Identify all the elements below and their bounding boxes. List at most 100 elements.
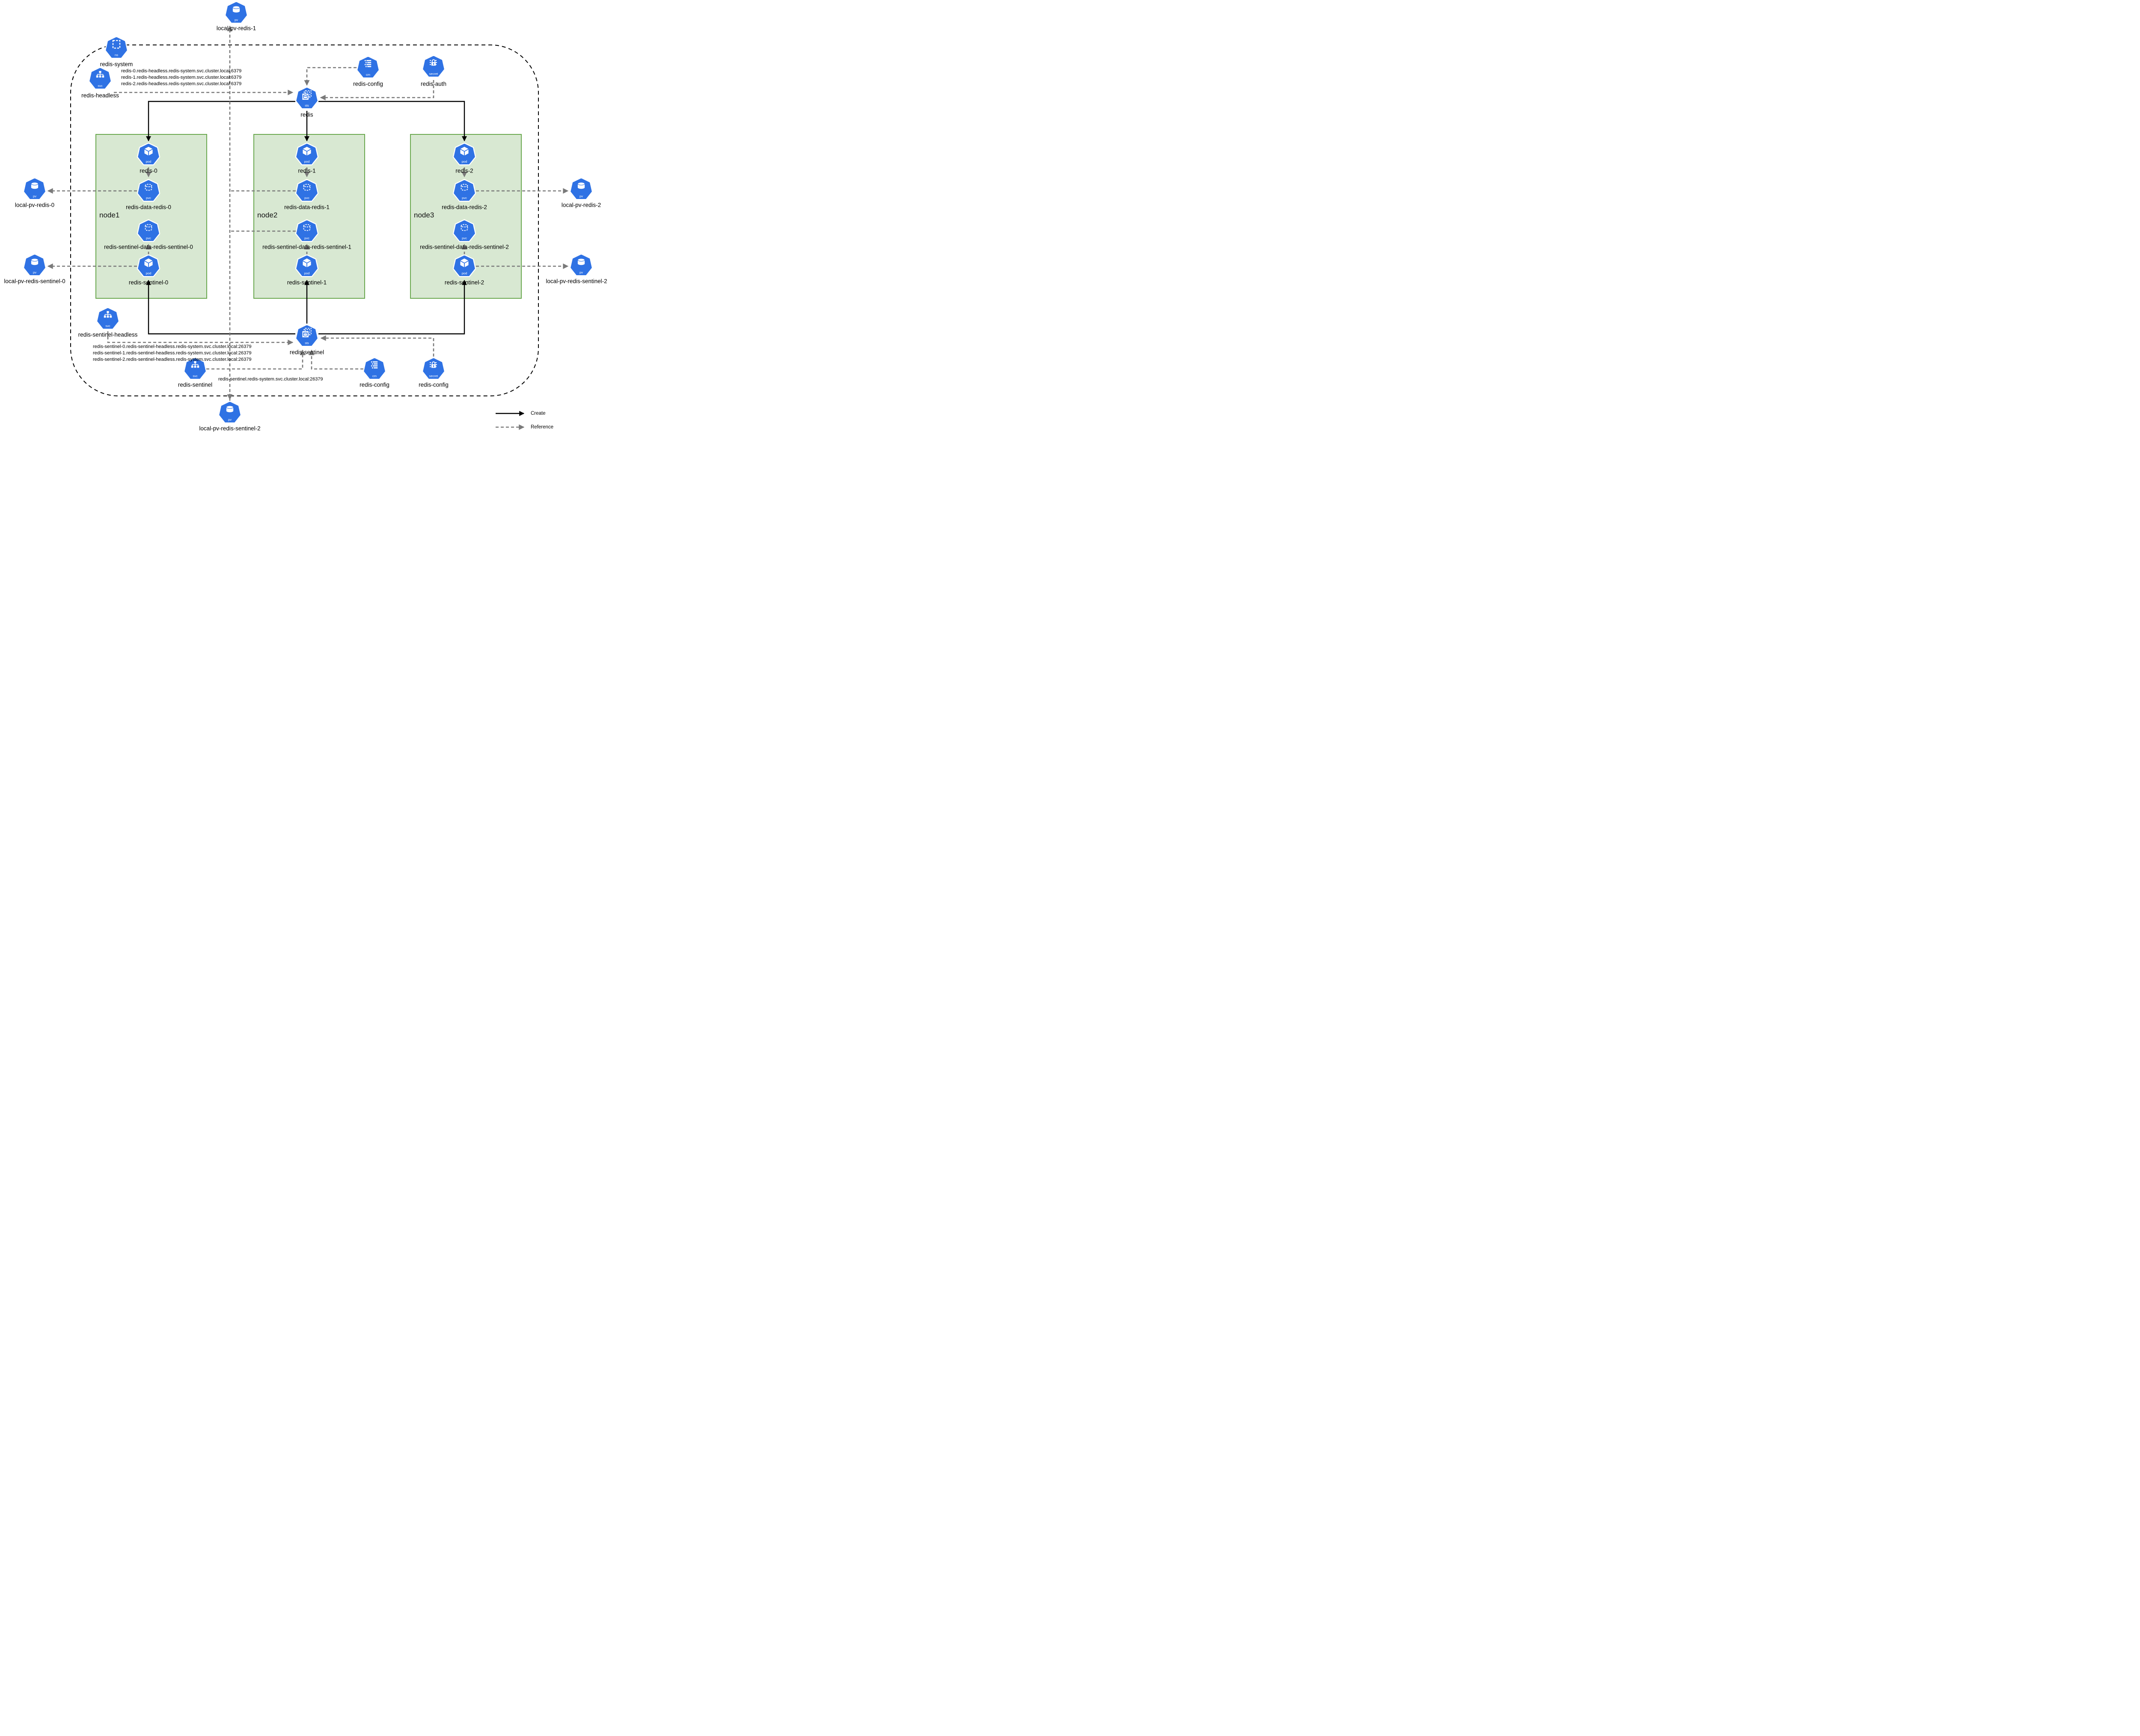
pod-icon-redis-sentinel-2: pod bbox=[452, 254, 476, 278]
heptagon-fill: svc bbox=[97, 308, 119, 329]
legend-reference-label: Reference bbox=[531, 425, 554, 430]
label-redis-sentinel-data-redis-sentinel-0: redis-sentinel-data-redis-sentinel-0 bbox=[104, 244, 193, 250]
node-box-label-node2: node2 bbox=[257, 211, 278, 219]
label-redis-sentinel-headless: redis-sentinel-headless bbox=[78, 331, 138, 338]
icon-badge: pv bbox=[235, 18, 238, 22]
heptagon-fill: pod bbox=[296, 255, 318, 276]
heptagon-fill: sts bbox=[296, 87, 318, 109]
label-redis-config-bottom-secret: redis-config bbox=[419, 381, 449, 388]
label-redis-config-top: redis-config bbox=[353, 80, 383, 87]
dns-line: redis-1.redis-headless.redis-system.svc.… bbox=[121, 75, 242, 80]
label-redis-headless: redis-headless bbox=[81, 92, 119, 99]
node-box-label-node3: node3 bbox=[414, 211, 434, 219]
pod-icon-redis-2: pod bbox=[452, 143, 476, 166]
pv-icon-local-pv-redis-0: pv bbox=[23, 177, 47, 201]
icon-badge: pod bbox=[461, 271, 467, 275]
heptagon-fill: secret bbox=[423, 56, 444, 77]
svc-icon-redis-sentinel-headless: svc bbox=[96, 307, 120, 331]
icon-badge: pv bbox=[33, 194, 36, 198]
icon-badge: cm bbox=[366, 73, 370, 77]
icon-badge: pod bbox=[146, 271, 152, 275]
pvc-icon-redis-data-redis-1: pvc bbox=[295, 179, 319, 203]
label-local-pv-redis-1: local-pv-redis-1 bbox=[216, 25, 256, 32]
heptagon-fill: pv bbox=[219, 401, 241, 423]
icon-badge: pv bbox=[228, 418, 232, 422]
pod-glyph-icon bbox=[143, 257, 154, 268]
heptagon-fill: pod bbox=[454, 255, 475, 276]
label-redis-sentinel-1: redis-sentinel-1 bbox=[287, 279, 327, 286]
cm-glyph-icon bbox=[363, 59, 373, 69]
label-local-pv-redis-sentinel-2-bottom: local-pv-redis-sentinel-2 bbox=[199, 425, 261, 432]
cm-icon-redis-config-bottom-cm: cm bbox=[363, 357, 386, 381]
heptagon-fill: pv bbox=[24, 254, 45, 276]
pv-glyph-icon bbox=[576, 256, 587, 268]
heptagon-fill: secret bbox=[423, 358, 444, 379]
pv-icon-local-pv-redis-sentinel-2-bottom: pv bbox=[218, 401, 242, 425]
sts-icon-redis-sts: sts bbox=[295, 86, 319, 110]
icon-badge: cm bbox=[372, 374, 377, 378]
icon-badge: pvc bbox=[462, 236, 467, 240]
icon-badge: pod bbox=[461, 160, 467, 163]
heptagon-fill: pv bbox=[571, 254, 592, 276]
icon-badge: svc bbox=[98, 84, 103, 88]
heptagon-fill: svc bbox=[184, 358, 206, 379]
icon-badge: pod bbox=[304, 160, 310, 163]
heptagon-fill: pv bbox=[226, 2, 247, 23]
secret-glyph-icon bbox=[428, 58, 439, 68]
sts-icon-redis-sentinel-sts: sts bbox=[295, 324, 319, 348]
pvc-icon-redis-data-redis-0: pvc bbox=[137, 179, 160, 203]
icon-badge: pod bbox=[304, 271, 310, 275]
heptagon-fill: pod bbox=[296, 143, 318, 165]
icon-badge: sts bbox=[305, 341, 309, 345]
legend-create-label: Create bbox=[531, 411, 546, 416]
label-redis-0: redis-0 bbox=[140, 167, 158, 174]
pv-icon-local-pv-redis-sentinel-2-right: pv bbox=[569, 253, 593, 277]
svc-icon-redis-sentinel-svc: svc bbox=[183, 357, 207, 381]
edge-ref-cm-top-to-sts bbox=[304, 67, 357, 86]
heptagon-fill: pod bbox=[138, 255, 159, 276]
ns-glyph-icon bbox=[111, 39, 122, 50]
heptagon-fill: pvc bbox=[138, 220, 159, 241]
heptagon-fill: pvc bbox=[296, 220, 318, 241]
pvc-glyph-icon bbox=[459, 222, 470, 233]
pvc-icon-redis-sentinel-data-redis-sentinel-2: pvc bbox=[452, 219, 476, 243]
dns-text-redis-headless-endpoints: redis-0.redis-headless.redis-system.svc.… bbox=[121, 68, 241, 87]
pod-glyph-icon bbox=[459, 257, 470, 268]
svc-glyph-icon bbox=[103, 310, 113, 320]
pod-glyph-icon bbox=[459, 146, 470, 157]
secret-glyph-icon bbox=[428, 360, 439, 370]
sts-glyph-icon bbox=[301, 89, 313, 101]
pvc-icon-redis-sentinel-data-redis-sentinel-0: pvc bbox=[137, 219, 160, 243]
dns-line: redis-0.redis-headless.redis-system.svc.… bbox=[121, 68, 242, 74]
svc-glyph-icon bbox=[95, 70, 105, 80]
dns-line: redis-2.redis-headless.redis-system.svc.… bbox=[121, 81, 242, 86]
heptagon-fill: ns bbox=[106, 37, 127, 58]
icon-badge: pvc bbox=[304, 196, 309, 200]
secret-icon-redis-auth: secret bbox=[422, 55, 446, 79]
heptagon-fill: pod bbox=[138, 143, 159, 165]
label-redis-system: redis-system bbox=[100, 61, 133, 68]
label-redis-sts: redis bbox=[300, 111, 313, 118]
pv-icon-local-pv-redis-sentinel-0: pv bbox=[23, 253, 47, 277]
label-redis-data-redis-2: redis-data-redis-2 bbox=[442, 204, 487, 211]
sts-glyph-icon bbox=[301, 327, 313, 339]
icon-badge: pvc bbox=[146, 236, 151, 240]
pvc-glyph-icon bbox=[143, 222, 154, 233]
pod-icon-redis-1: pod bbox=[295, 143, 319, 166]
label-local-pv-redis-sentinel-2-right: local-pv-redis-sentinel-2 bbox=[546, 278, 607, 285]
label-redis-sentinel-0: redis-sentinel-0 bbox=[128, 279, 169, 286]
pvc-icon-redis-sentinel-data-redis-sentinel-1: pvc bbox=[295, 219, 319, 243]
dns-line: redis-sentinel-0.redis-sentinel-headless… bbox=[93, 344, 252, 349]
pod-glyph-icon bbox=[301, 257, 312, 268]
label-redis-sentinel-data-redis-sentinel-1: redis-sentinel-data-redis-sentinel-1 bbox=[262, 244, 351, 250]
svc-glyph-icon bbox=[190, 360, 200, 370]
pod-glyph-icon bbox=[301, 146, 312, 157]
pvc-icon-redis-data-redis-2: pvc bbox=[452, 179, 476, 203]
pv-glyph-icon bbox=[29, 180, 40, 191]
secret-icon-redis-config-bottom-secret: secret bbox=[422, 357, 446, 381]
icon-badge: pv bbox=[580, 271, 583, 274]
icon-badge: svc bbox=[193, 374, 198, 378]
cm-glyph-icon bbox=[369, 360, 380, 370]
pod-icon-redis-0: pod bbox=[137, 143, 160, 166]
label-redis-data-redis-0: redis-data-redis-0 bbox=[126, 204, 171, 211]
